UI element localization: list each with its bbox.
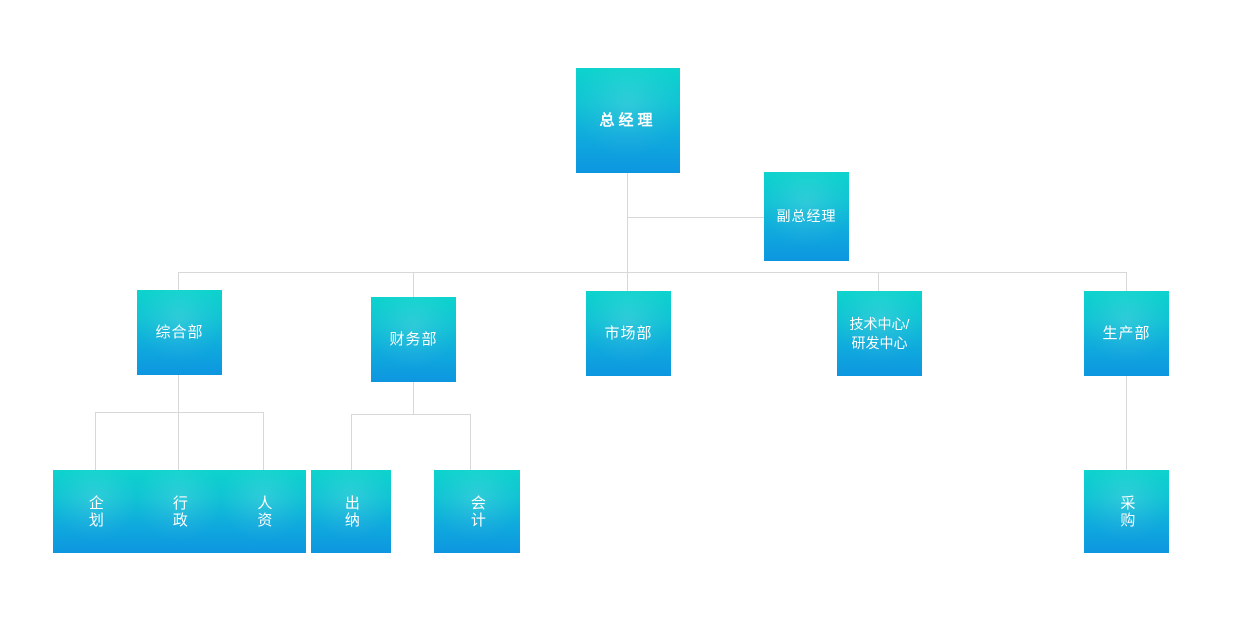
node-production-department[interactable]: 生产部 bbox=[1084, 291, 1169, 376]
node-accounting-section[interactable]: 会计 bbox=[434, 470, 520, 553]
node-label: 财务部 bbox=[389, 330, 438, 348]
node-general-affairs-department[interactable]: 综合部 bbox=[137, 290, 222, 375]
connector-product-to-purchase bbox=[1126, 375, 1127, 471]
connector-level2-bus bbox=[178, 272, 1127, 273]
node-hr-section[interactable]: 人资 bbox=[221, 470, 306, 553]
connector-general-trunk bbox=[178, 375, 179, 413]
node-label: 技术中心/ 研发中心 bbox=[849, 315, 910, 351]
connector-gm-to-deputy bbox=[627, 217, 765, 218]
node-label: 会计 bbox=[468, 494, 486, 529]
node-label: 综合部 bbox=[155, 323, 204, 341]
connector-gm-trunk bbox=[627, 173, 628, 273]
node-label: 行政 bbox=[170, 494, 188, 529]
node-label: 出纳 bbox=[342, 494, 360, 529]
connector-drop-accounting bbox=[470, 414, 471, 471]
connector-finance-bus bbox=[351, 414, 471, 415]
node-purchasing-section[interactable]: 采购 bbox=[1084, 470, 1169, 553]
node-technology-rd-center[interactable]: 技术中心/ 研发中心 bbox=[837, 291, 922, 376]
connector-finance-trunk bbox=[413, 382, 414, 415]
node-deputy-general-manager[interactable]: 副总经理 bbox=[764, 172, 849, 261]
connector-drop-product bbox=[1126, 272, 1127, 291]
connector-drop-general bbox=[178, 272, 179, 291]
node-cashier-section[interactable]: 出纳 bbox=[311, 470, 391, 553]
node-label: 企划 bbox=[86, 494, 104, 529]
node-label: 总经理 bbox=[599, 111, 657, 129]
connector-drop-tech bbox=[878, 272, 879, 291]
connector-drop-cashier bbox=[351, 414, 352, 471]
connector-drop-hr bbox=[263, 412, 264, 471]
node-label: 副总经理 bbox=[776, 207, 837, 224]
node-finance-department[interactable]: 财务部 bbox=[371, 297, 456, 382]
connector-drop-admin bbox=[178, 412, 179, 471]
node-label: 市场部 bbox=[604, 324, 653, 342]
node-label: 生产部 bbox=[1102, 324, 1151, 342]
connector-general-bus bbox=[95, 412, 264, 413]
node-label: 采购 bbox=[1118, 494, 1136, 529]
connector-drop-planning bbox=[95, 412, 96, 471]
node-administration-section[interactable]: 行政 bbox=[137, 470, 221, 553]
node-planning-section[interactable]: 企划 bbox=[53, 470, 137, 553]
node-marketing-department[interactable]: 市场部 bbox=[586, 291, 671, 376]
connector-drop-finance bbox=[413, 272, 414, 299]
node-label: 人资 bbox=[255, 494, 273, 529]
connector-drop-market bbox=[627, 272, 628, 291]
node-general-manager[interactable]: 总经理 bbox=[576, 68, 680, 173]
